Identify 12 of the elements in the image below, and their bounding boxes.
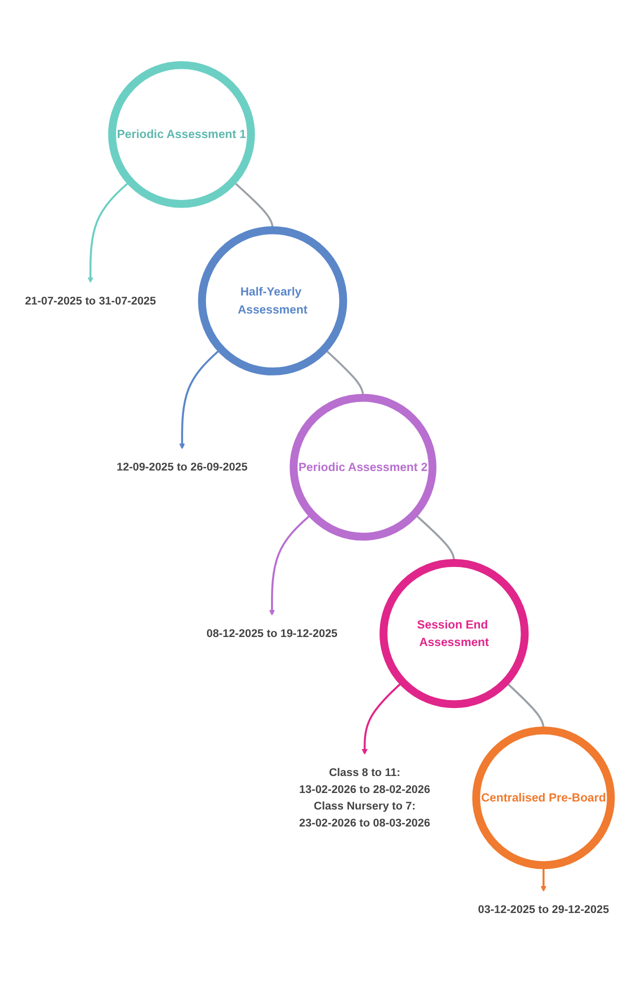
arrow <box>362 681 404 755</box>
node-text: 08-12-2025 to 19-12-2025 <box>206 627 338 640</box>
node-circle: Half-Yearly Assessment <box>198 226 348 376</box>
arrow <box>179 348 222 450</box>
node-circle: Periodic Assessment 2 <box>290 394 436 541</box>
node-circle: Session End Assessment <box>380 559 529 708</box>
node-text: Class 8 to 11: 13-02-2026 to 28-02-2026 Class Nursery to 7: 23-02-2026 to 08-03-2026 <box>299 766 430 830</box>
node-circle: Centralised Pre-Board <box>472 726 615 870</box>
node-text: 21-07-2025 to 31-07-2025 <box>24 294 156 307</box>
node-text: 03-12-2025 to 29-12-2025 <box>478 903 610 916</box>
node-circle: Periodic Assessment 1 <box>108 61 255 208</box>
node-text: 12-09-2025 to 26-09-2025 <box>116 460 248 474</box>
